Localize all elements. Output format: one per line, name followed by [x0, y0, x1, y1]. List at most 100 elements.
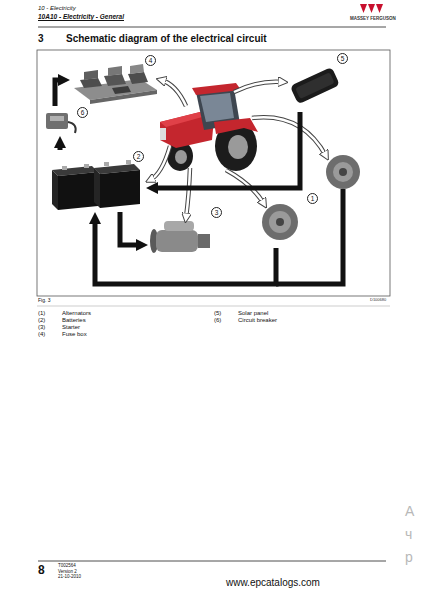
power-connector	[154, 112, 300, 188]
alternator-illustration	[262, 204, 298, 240]
tractor-illustration	[228, 135, 248, 159]
drawing-code: D100680	[370, 298, 386, 303]
chapter-line: 10 - Electricity	[38, 5, 76, 12]
footer-text: 8	[38, 564, 45, 578]
brand-logo	[360, 4, 367, 13]
tractor-arrows	[234, 82, 283, 92]
legend-entry: (3)	[38, 324, 45, 331]
power-connector	[95, 220, 276, 284]
component-region: 4	[70, 54, 158, 102]
component-region: 1	[252, 192, 319, 248]
watermark: А	[405, 503, 414, 519]
legend-entry: (1)	[38, 310, 45, 317]
circuit-breaker-illustration	[46, 113, 76, 133]
section-line: 10A10 - Electricity - General	[38, 13, 124, 20]
alternator-illustration	[333, 162, 353, 182]
watermark: ч	[405, 526, 412, 542]
component-region: 5	[284, 52, 349, 112]
batteries-illustration	[126, 160, 131, 164]
page-rules	[37, 306, 390, 307]
legend-entry: Batteries	[62, 317, 86, 324]
tractor-illustration	[214, 118, 258, 134]
batteries-illustration	[94, 168, 100, 208]
power-connector	[120, 212, 140, 245]
callout-number: 6	[77, 107, 88, 118]
callout-number: 2	[133, 151, 144, 162]
fuse-box-illustration	[84, 70, 98, 80]
tractor-arrows	[161, 80, 186, 106]
tractor-arrows	[150, 146, 170, 180]
batteries-illustration	[58, 172, 98, 210]
legend-entry: (6)	[214, 317, 221, 324]
figure-number: Fig. 3	[38, 298, 51, 304]
batteries-illustration	[84, 164, 89, 168]
starter-illustration	[164, 221, 194, 231]
figure-frame	[37, 50, 390, 296]
tractor-arrows	[150, 80, 326, 218]
tractor-illustration	[160, 112, 206, 127]
tractor-arrows	[252, 117, 326, 156]
batteries-illustration	[100, 170, 140, 208]
legend-entry: Starter	[62, 324, 80, 331]
brand-logo	[376, 4, 383, 13]
circuit-breaker-illustration	[68, 122, 76, 133]
tractor-illustration	[200, 93, 234, 122]
batteries-illustration	[52, 170, 58, 210]
tractor-arrows	[186, 168, 190, 218]
starter-illustration	[150, 221, 210, 253]
legend-entry: Fuse box	[62, 331, 87, 338]
tractor-arrows	[252, 117, 326, 156]
alternator-illustration	[339, 168, 347, 176]
fuse-box-illustration	[112, 86, 131, 94]
footer-text: 21-10-2010	[58, 574, 81, 579]
tractor-arrows	[161, 80, 186, 106]
brand-name: MASSEY FERGUSON	[350, 16, 396, 21]
brand-logo	[360, 4, 383, 13]
legend-entry: Alternators	[62, 310, 91, 317]
legend-entry: (2)	[38, 317, 45, 324]
watermark: р	[405, 549, 413, 565]
fuse-box-illustration	[74, 64, 157, 104]
tractor-arrows	[150, 146, 170, 180]
batteries-illustration	[104, 162, 109, 166]
starter-illustration	[156, 230, 198, 252]
callout-number: 3	[211, 207, 222, 218]
fuse-box-illustration	[108, 66, 122, 76]
circuit-breaker-illustration	[46, 113, 68, 129]
component-region: 3	[148, 206, 223, 264]
solar-panel-illustration	[295, 72, 335, 99]
alternator-illustration	[269, 211, 291, 233]
alternator-wire	[276, 189, 343, 284]
tractor-arrows	[234, 82, 283, 92]
batteries-illustration	[52, 160, 140, 210]
alternator-illustration	[276, 218, 284, 226]
starter-illustration	[198, 234, 210, 248]
callout-number: 5	[337, 53, 348, 64]
section-number: 3	[38, 33, 44, 45]
legend-entry: Solar panel	[238, 310, 268, 317]
page-rules	[37, 27, 390, 561]
tractor-arrows	[186, 168, 190, 218]
component-region: 6	[40, 106, 90, 136]
callout-number: 4	[145, 55, 156, 66]
legend-entry: (5)	[214, 310, 221, 317]
fuse-box-illustration	[104, 74, 126, 86]
power-connector	[58, 144, 63, 150]
fuse-box-illustration	[130, 64, 144, 74]
footer-text: T002564	[58, 563, 76, 568]
power-connector	[55, 80, 62, 106]
solar-panel-illustration	[290, 67, 340, 105]
legend-entry: Circuit breaker	[238, 317, 277, 324]
tractor-illustration	[160, 128, 166, 140]
page-rules	[38, 561, 386, 562]
page-rules	[38, 27, 386, 28]
tractor-illustration	[192, 83, 241, 95]
callout-number: 1	[307, 193, 318, 204]
footer-text: Version 2	[58, 569, 77, 574]
batteries-illustration	[62, 166, 67, 170]
component-region: 2	[46, 150, 146, 212]
tractor-illustration	[160, 83, 258, 171]
